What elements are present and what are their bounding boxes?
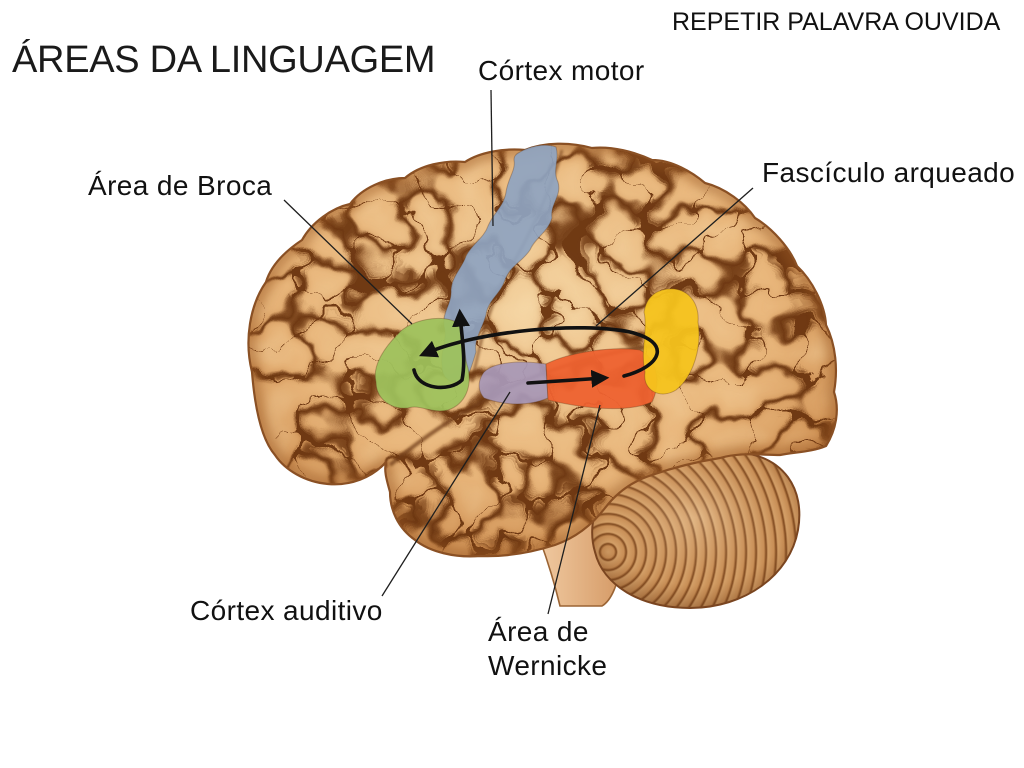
auditory-to-wernicke-arrow xyxy=(526,369,610,388)
auditory-cortex-leader-line xyxy=(381,391,511,597)
wernicke-area-label-line2: Wernicke xyxy=(488,650,607,681)
motor-cortex-leader-line xyxy=(490,89,494,227)
slide-caption: REPETIR PALAVRA OUVIDA xyxy=(672,8,1001,36)
broca-to-motor-arrow xyxy=(412,308,470,390)
arcuate-fasciculus-label: Fascículo arqueado xyxy=(762,157,1015,188)
arcuate-fasciculus-leader-line xyxy=(595,187,754,327)
slide-title: ÁREAS DA LINGUAGEM xyxy=(12,38,435,81)
auditory-cortex-label: Córtex auditivo xyxy=(190,595,383,626)
wernicke-area-label-line1: Área de xyxy=(488,616,589,647)
brain-illustration xyxy=(247,142,838,609)
broca-area-leader-line xyxy=(283,199,413,325)
wernicke-area-leader-line xyxy=(547,404,601,615)
motor-cortex-label: Córtex motor xyxy=(478,55,645,86)
broca-area-label: Área de Broca xyxy=(88,170,272,201)
auditory-cortex-region xyxy=(478,361,549,405)
arcuate-loop-arrow xyxy=(419,326,660,378)
yellow-highlight-region xyxy=(642,288,700,395)
